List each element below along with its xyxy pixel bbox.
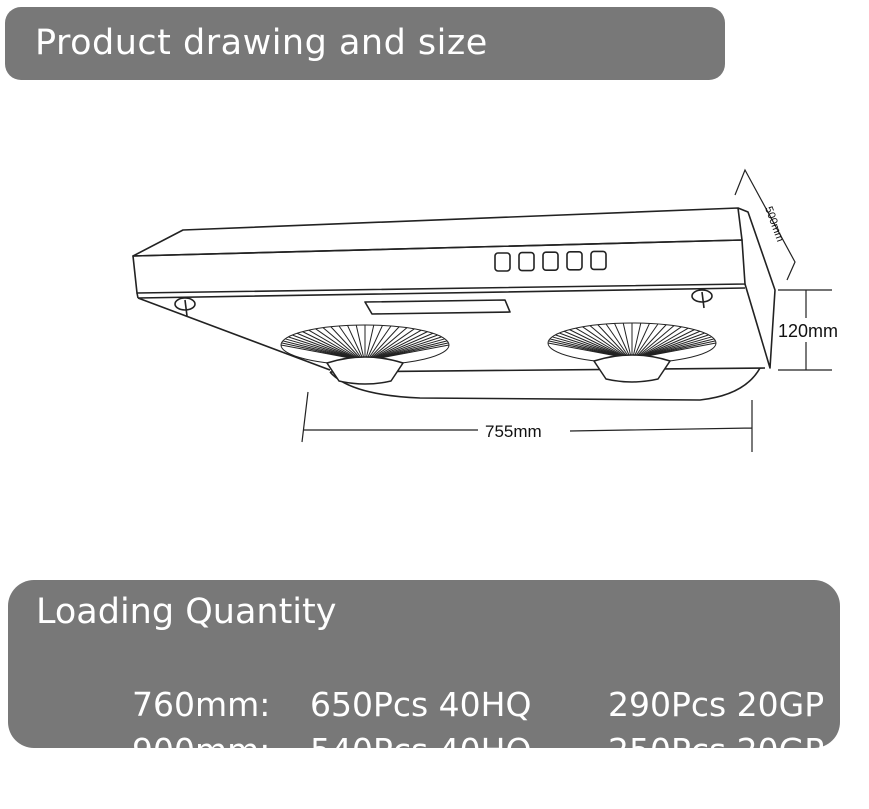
depth-label: 500mm xyxy=(762,205,786,244)
control-button xyxy=(542,251,559,271)
hood-side xyxy=(737,207,776,369)
fan-grille xyxy=(547,322,717,383)
row-20gp: 250Pcs 20GP xyxy=(607,731,825,770)
width-dimension-line xyxy=(301,391,753,452)
control-button xyxy=(518,251,535,272)
depth-dimension-line xyxy=(734,168,796,281)
height-label: 120mm xyxy=(778,321,838,341)
hood-underside xyxy=(137,287,766,373)
loading-row: 760mm: 650Pcs 40HQ 290Pcs 20GP xyxy=(90,646,824,763)
height-dimension-line xyxy=(778,289,832,371)
row-size: 760mm: xyxy=(131,685,271,724)
title-banner: Product drawing and size xyxy=(5,7,725,80)
control-button xyxy=(566,251,583,271)
page-title: Product drawing and size xyxy=(35,23,488,63)
loading-quantity-panel: Loading Quantity 760mm: 650Pcs 40HQ 290Pcs… xyxy=(8,580,840,770)
width-label: 755mm xyxy=(485,422,542,441)
fan-grille xyxy=(280,324,450,385)
light-slot xyxy=(364,299,511,315)
control-button xyxy=(590,250,607,271)
loading-quantity-title: Loading Quantity xyxy=(36,592,337,632)
loading-row: 900mm: 540Pcs 40HQ 250Pcs 20GP xyxy=(90,692,824,809)
row-40hq: 540Pcs 40HQ xyxy=(309,731,532,770)
hood-front xyxy=(132,239,746,294)
range-hood-drawing: 500mm 120mm 755mm xyxy=(132,168,838,452)
control-buttons xyxy=(494,250,607,272)
control-button xyxy=(494,252,511,272)
row-40hq: 650Pcs 40HQ xyxy=(309,685,532,724)
row-size: 900mm: xyxy=(131,731,271,770)
row-20gp: 290Pcs 20GP xyxy=(607,685,825,724)
left-hook xyxy=(174,297,196,317)
right-hook xyxy=(691,289,713,309)
